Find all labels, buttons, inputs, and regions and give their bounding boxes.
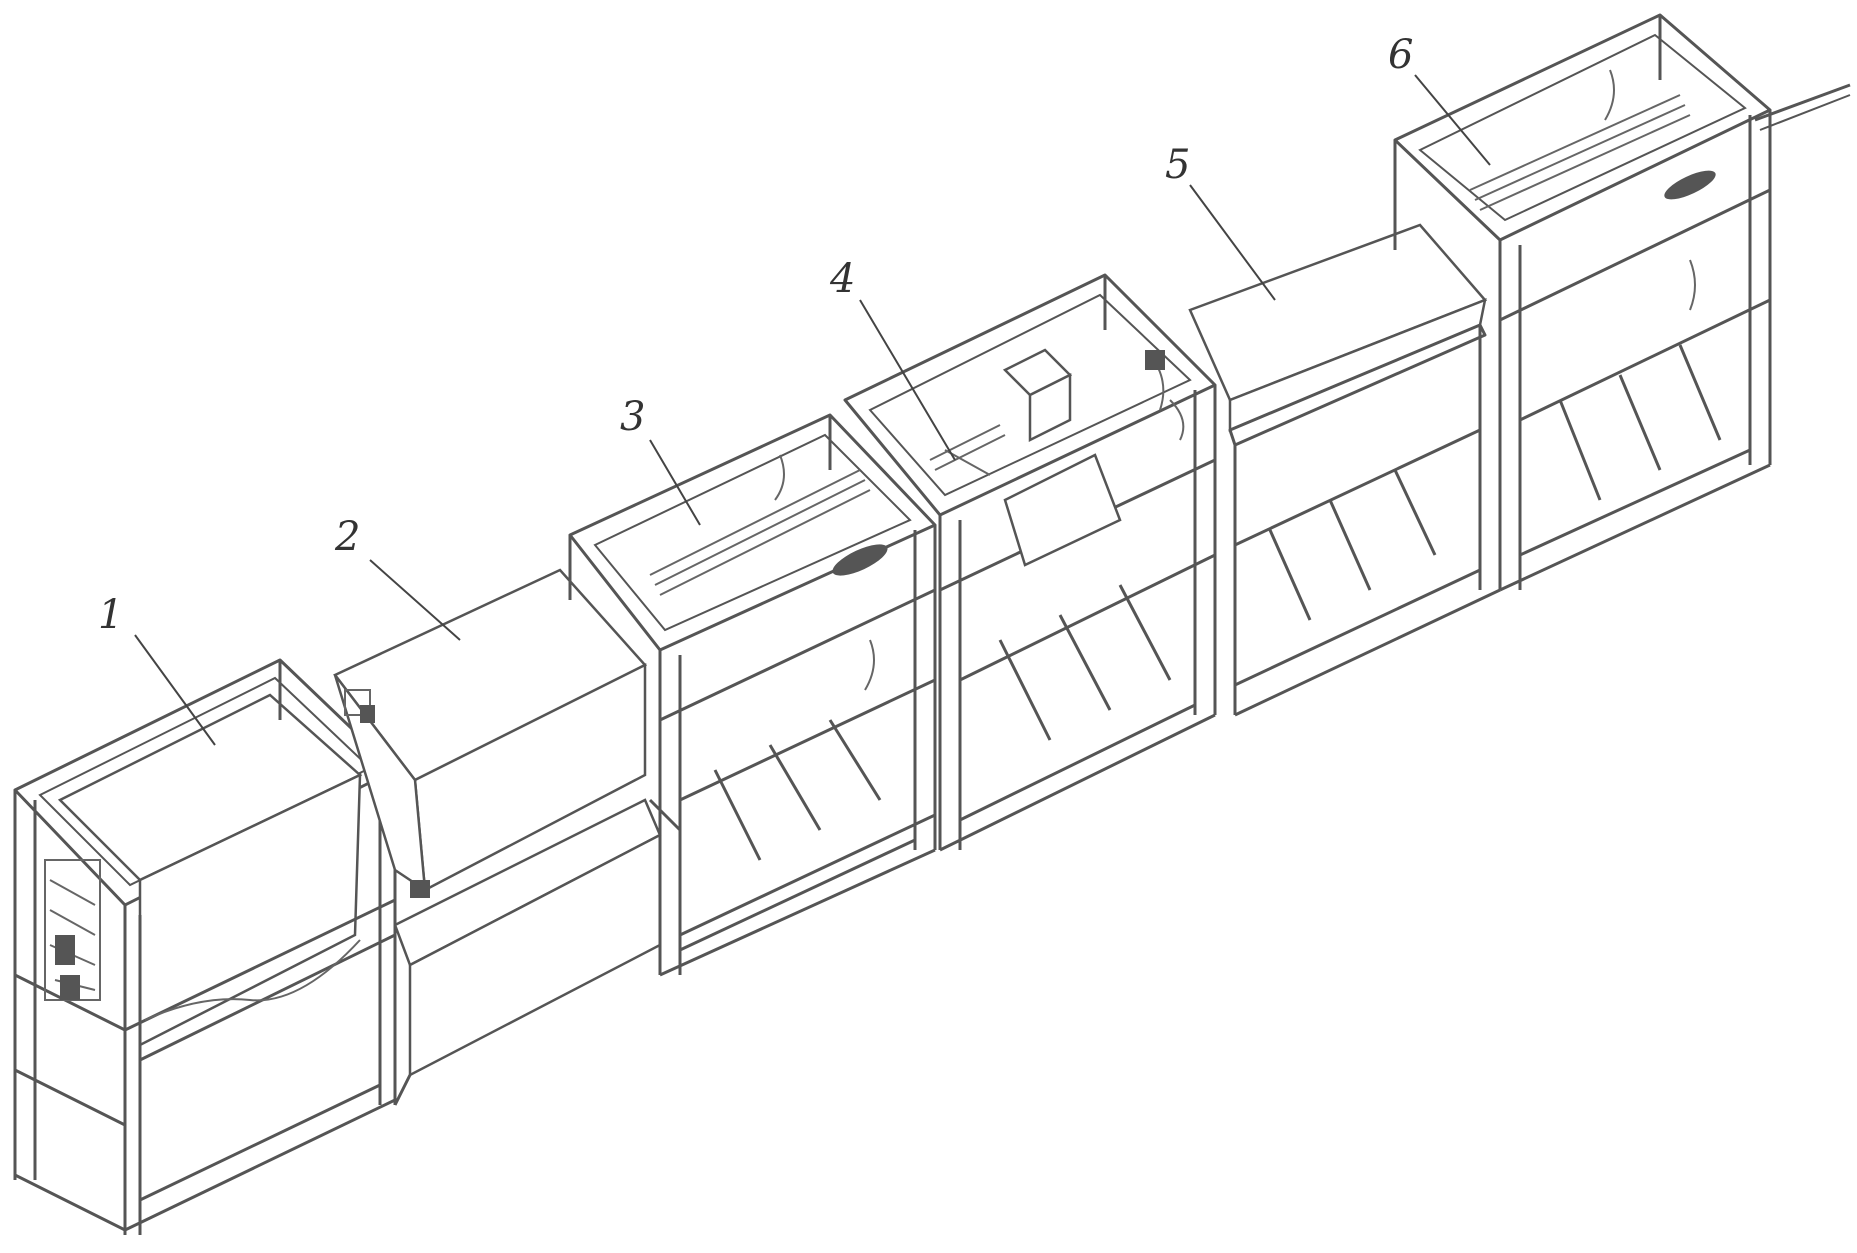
callout-2: 2 xyxy=(334,514,360,560)
callout-6: 6 xyxy=(1388,32,1413,78)
station-1-frame xyxy=(15,660,395,1235)
leader-lines xyxy=(135,75,1490,745)
station-5-frame xyxy=(1190,225,1500,715)
leader-2 xyxy=(370,560,460,640)
leader-6 xyxy=(1415,75,1490,165)
leader-3 xyxy=(650,440,700,525)
callout-1: 1 xyxy=(98,592,123,638)
station-2-enclosure xyxy=(335,570,660,1105)
leader-5 xyxy=(1190,185,1275,300)
callout-4: 4 xyxy=(829,256,855,302)
callout-5: 5 xyxy=(1165,142,1190,188)
station-4-frame xyxy=(845,275,1215,850)
callout-3: 3 xyxy=(620,394,645,440)
